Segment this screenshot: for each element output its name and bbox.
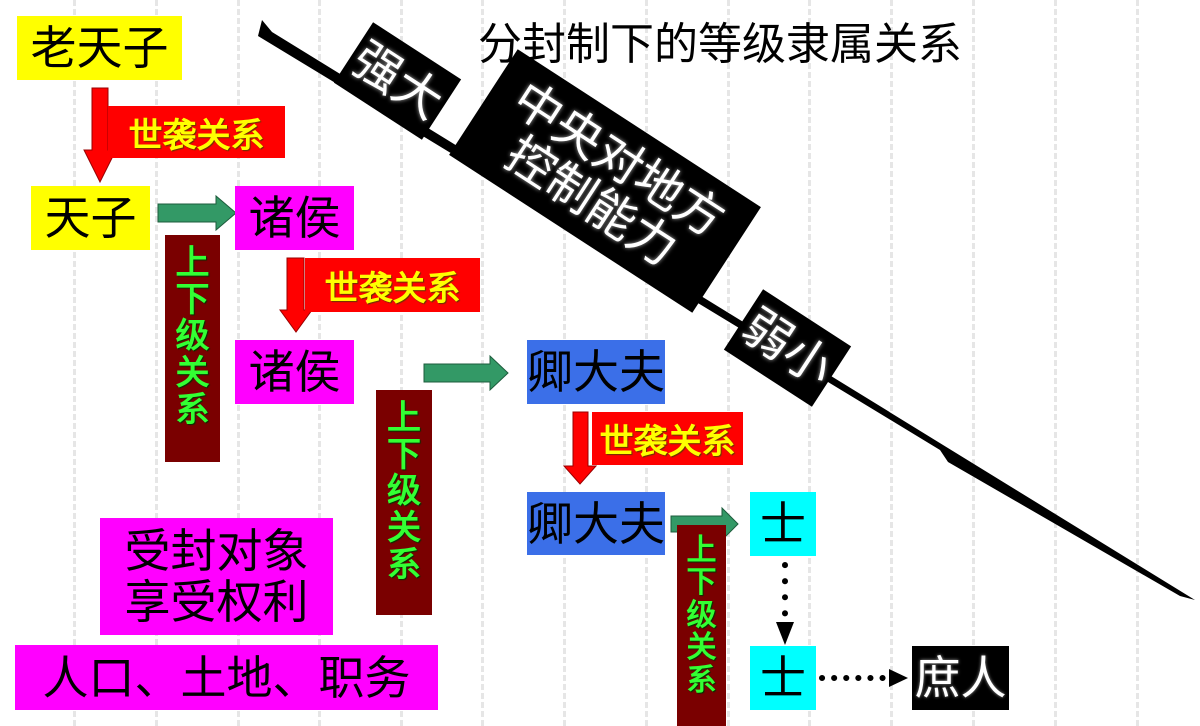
enfeoffed-line-1: 受封对象 <box>124 523 309 578</box>
grid-line <box>1054 0 1057 726</box>
node-tianzi: 天子 <box>31 186 150 250</box>
hierarchy-char: 关 <box>387 508 421 549</box>
enfeoffed-line-2: 享受权利 <box>124 574 309 629</box>
grid-line <box>481 0 484 726</box>
hierarchy-char: 下 <box>686 565 717 601</box>
hierarchy-char: 下 <box>387 434 421 475</box>
node-zhuhou-1: 诸侯 <box>235 186 354 250</box>
hierarchy-char: 下 <box>175 279 210 320</box>
dotted-arrow-horizontal-head <box>889 669 908 687</box>
dotted-arrow-vertical-head <box>776 622 794 645</box>
hereditary-arrow-2 <box>279 257 313 333</box>
node-shi-1: 士 <box>750 492 816 556</box>
hierarchy-char: 上 <box>387 398 421 438</box>
grid-line <box>1136 0 1139 726</box>
node-shuren: 庶人 <box>912 646 1009 710</box>
hierarchy-char: 系 <box>387 544 421 585</box>
hereditary-label-2: 世袭关系 <box>305 258 480 312</box>
node-qingdafu-1: 卿大夫 <box>527 340 665 404</box>
grid-line <box>727 0 730 726</box>
hierarchy-char: 上 <box>686 533 717 568</box>
hierarchy-char: 上 <box>175 243 210 283</box>
node-qingdafu-2: 卿大夫 <box>527 492 665 555</box>
hierarchy-label-3: 上下级关系 <box>677 525 726 726</box>
hierarchy-label-1: 上下级关系 <box>165 235 220 462</box>
hierarchy-char: 关 <box>686 630 717 666</box>
hereditary-label-1: 世袭关系 <box>108 106 285 158</box>
hierarchy-label-2: 上下级关系 <box>376 390 432 615</box>
hereditary-label-3: 世袭关系 <box>592 412 743 465</box>
grid-line <box>400 0 403 726</box>
node-old-tianzi: 老天子 <box>17 16 182 80</box>
hierarchy-char: 关 <box>175 353 210 394</box>
hierarchy-char: 级 <box>686 597 717 633</box>
hierarchy-char: 系 <box>175 389 210 430</box>
grid-line <box>155 0 158 726</box>
green-arrow-2 <box>423 354 509 392</box>
rights-note: 人口、土地、职务 <box>15 645 438 710</box>
hierarchy-char: 系 <box>686 662 717 698</box>
slide-title: 分封制下的等级隶属关系 <box>478 19 962 70</box>
grid-line <box>73 0 76 726</box>
node-zhuhou-2: 诸侯 <box>235 340 354 404</box>
green-arrow-1 <box>157 194 237 232</box>
enfeoffed-note: 受封对象 享受权利 <box>100 518 333 635</box>
node-shi-2: 士 <box>750 646 816 710</box>
grid-line <box>972 0 975 726</box>
hierarchy-char: 级 <box>175 316 210 357</box>
hereditary-arrow-3 <box>562 411 598 485</box>
hierarchy-char: 级 <box>387 471 421 512</box>
grid-line <box>890 0 893 726</box>
